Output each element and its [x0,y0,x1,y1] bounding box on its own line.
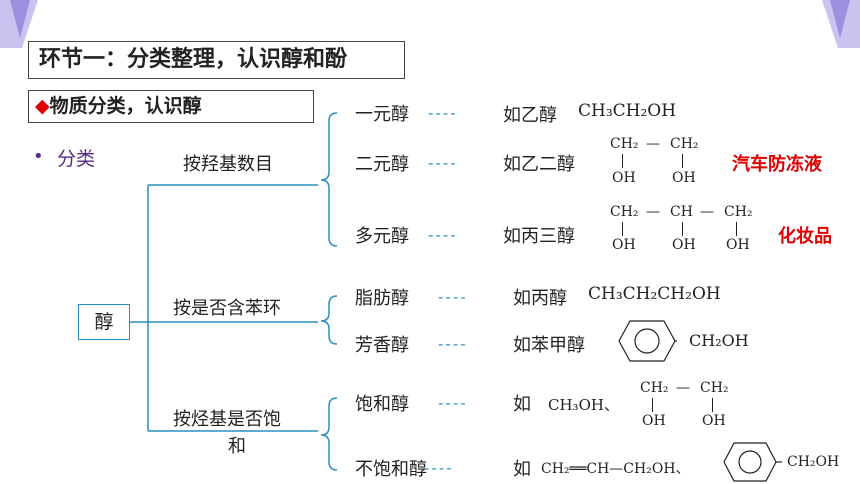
example-label: 如 [513,394,531,415]
formula-propanol: CH₃CH₂CH₂OH [588,284,721,304]
structure-ethylene-glycol: CH₂ — CH₂ OH OH [610,136,699,186]
bullet-label: 分类 [57,148,96,170]
benzene-ring-icon [618,320,677,362]
example-label: 如丙三醇 [503,226,575,247]
use-cosmetics: 化妆品 [778,226,832,247]
diamond-icon: ◆ [35,95,50,117]
root-node: 醇 [78,304,130,340]
page-title: 环节一：分类整理，认识醇和酚 [28,41,405,79]
category-poly: 多元醇 [355,226,409,247]
formula-ethanol: CH₃CH₂OH [578,101,677,121]
benzene-ring-icon [723,442,782,482]
structure-ethylene-glycol-2: CH₂ — CH₂ OH OH [640,380,729,429]
bullet-icon: • [33,146,44,167]
category-aliphatic: 脂肪醇 [355,288,409,309]
formula-methanol: CH₃OH、 [548,396,619,414]
example-label: 如乙醇 [503,105,557,126]
corner-decoration-right [822,0,860,48]
formula-ch2oh: CH₂OH [787,454,840,470]
dash-connector: ---- [428,154,458,172]
corner-decoration-left [0,0,38,48]
criterion-saturation: 按烃基是否饱 [173,409,281,430]
criterion-saturation-line2: 和 [228,436,246,457]
section-heading-text: 物质分类，认识醇 [49,95,202,117]
formula-allyl-alcohol: CH₂══CH—CH₂OH、 [541,461,690,477]
example-label: 如丙醇 [513,288,567,309]
dash-connector: ---- [438,288,468,306]
use-antifreeze: 汽车防冻液 [732,154,822,175]
category-unsaturated: 不饱和醇 [355,459,427,480]
example-label: 如乙二醇 [503,154,575,175]
dash-connector: ---- [428,226,458,244]
example-label: 如 [513,459,531,480]
formula-ch2oh: CH₂OH [689,331,749,350]
section-heading: ◆物质分类，认识醇 [28,90,314,123]
category-aromatic: 芳香醇 [355,335,409,356]
criterion-hydroxyl-count: 按羟基数目 [183,154,273,175]
category-di: 二元醇 [355,154,409,175]
criterion-benzene-ring: 按是否含苯环 [173,298,281,319]
category-saturated: 饱和醇 [355,394,409,415]
dash-connector: ---- [438,394,468,412]
dash-connector: ---- [438,335,468,353]
dash-connector: ---- [424,459,454,477]
dash-connector: ---- [428,104,458,122]
structure-glycerol: CH₂ — CH — CH₂ OH OH OH [610,204,753,253]
example-label: 如苯甲醇 [513,335,585,356]
category-mono: 一元醇 [355,104,409,125]
